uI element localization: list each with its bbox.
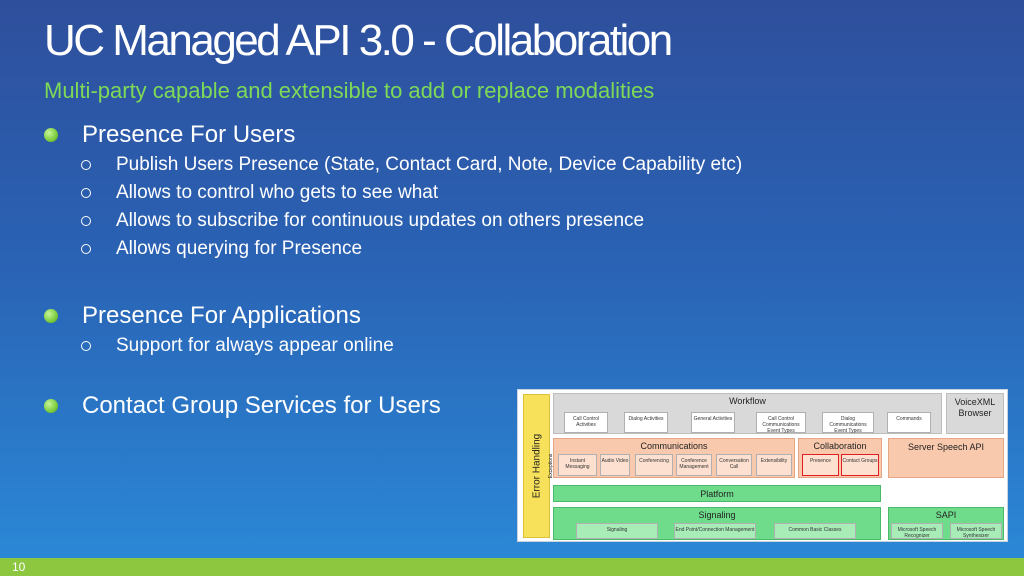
slide-subtitle: Multi-party capable and extensible to ad… xyxy=(44,78,655,103)
workflow-block: Workflow Call Control Activities Dialog … xyxy=(553,393,942,434)
sapi-label: SAPI xyxy=(935,510,957,520)
communications-block: Communications Instant Messaging Audio V… xyxy=(553,438,795,478)
platform-block: Platform xyxy=(553,485,881,502)
bullet-l1: Presence For Users xyxy=(82,121,296,148)
bullet-l2: Allows to subscribe for continuous updat… xyxy=(116,210,645,231)
bullet-l2: Publish Users Presence (State, Contact C… xyxy=(116,154,743,175)
workflow-item: Commands xyxy=(887,412,931,433)
bullet-l2: Allows querying for Presence xyxy=(116,238,363,259)
sapi-block: SAPI Microsoft Speech Recognizer Microso… xyxy=(888,507,1004,540)
bullet-dot-icon xyxy=(44,309,58,323)
workflow-item: Call Control Communications Event Types xyxy=(756,412,806,434)
signaling-item: Signaling xyxy=(576,523,658,539)
error-handling-label: Error Handling xyxy=(531,433,542,499)
server-speech-block: Server Speech API xyxy=(888,438,1004,478)
communications-item: Conference Management xyxy=(676,454,712,476)
footer-bar: 10 xyxy=(0,558,1024,576)
bullet-circle-icon xyxy=(81,244,91,254)
communications-item: Extensibility xyxy=(756,454,792,476)
bullet-l2: Support for always appear online xyxy=(116,335,394,356)
voicexml-block: VoiceXML Browser xyxy=(946,393,1004,434)
bullet-l2: Allows to control who gets to see what xyxy=(116,182,439,203)
workflow-label: Workflow xyxy=(729,396,766,406)
collaboration-label: Collaboration xyxy=(813,441,867,451)
slide-title: UC Managed API 3.0 - Collaboration xyxy=(44,16,673,65)
architecture-diagram: Error Handling Exceptions Workflow Call … xyxy=(517,389,1008,542)
contact-groups-item: Contact Groups xyxy=(841,454,879,476)
presence-item: Presence xyxy=(802,454,839,476)
bullet-dot-icon xyxy=(44,399,58,413)
communications-item: Conferencing xyxy=(635,454,673,476)
workflow-item: Dialog Activities xyxy=(624,412,668,433)
signaling-block: Signaling Signaling End Point/Connection… xyxy=(553,507,881,540)
signaling-item: End Point/Connection Management xyxy=(674,523,756,539)
workflow-item: General Activities xyxy=(691,412,735,433)
bullet-l1: Presence For Applications xyxy=(82,302,361,329)
signaling-label: Signaling xyxy=(698,510,736,520)
bullet-circle-icon xyxy=(81,160,91,170)
workflow-item: Dialog Communications Event Types xyxy=(822,412,874,434)
collaboration-block: Collaboration Presence Contact Groups xyxy=(798,438,882,478)
bullet-circle-icon xyxy=(81,188,91,198)
workflow-item: Call Control Activities xyxy=(564,412,608,433)
sapi-item: Microsoft Speech Recognizer xyxy=(891,523,943,539)
error-handling-block: Error Handling Exceptions xyxy=(523,394,554,538)
bullet-l1: Contact Group Services for Users xyxy=(82,392,441,419)
bullet-circle-icon xyxy=(81,341,91,351)
sapi-item: Microsoft Speech Synthesizer xyxy=(950,523,1002,539)
signaling-item: Common Basic Classes xyxy=(774,523,856,539)
communications-item: Instant Messaging xyxy=(558,454,597,476)
communications-item: Audio Video xyxy=(600,454,630,476)
bullet-circle-icon xyxy=(81,216,91,226)
bullet-dot-icon xyxy=(44,128,58,142)
communications-item: Conversation Call xyxy=(716,454,752,476)
page-number: 10 xyxy=(12,560,26,574)
communications-label: Communications xyxy=(640,441,708,451)
